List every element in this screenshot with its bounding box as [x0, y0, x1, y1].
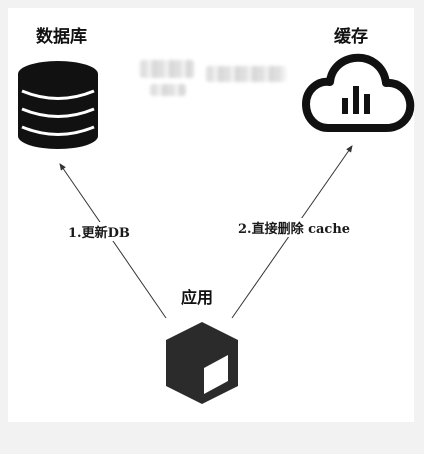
- blurred-watermark: [150, 84, 186, 96]
- app-label: 应用: [181, 288, 214, 307]
- cloud-chart-icon: [302, 53, 415, 132]
- database-label: 数据库: [36, 27, 87, 47]
- arrow-update-db: [59, 163, 167, 319]
- blurred-watermark: [140, 60, 194, 78]
- update-db-label: 1.更新DB: [66, 222, 132, 241]
- cache-label: 缓存: [334, 27, 368, 47]
- box-icon: [166, 322, 238, 404]
- blurred-watermark: [206, 66, 286, 82]
- delete-cache-label: 2.直接删除 cache: [236, 218, 353, 237]
- database-icon: [18, 61, 98, 149]
